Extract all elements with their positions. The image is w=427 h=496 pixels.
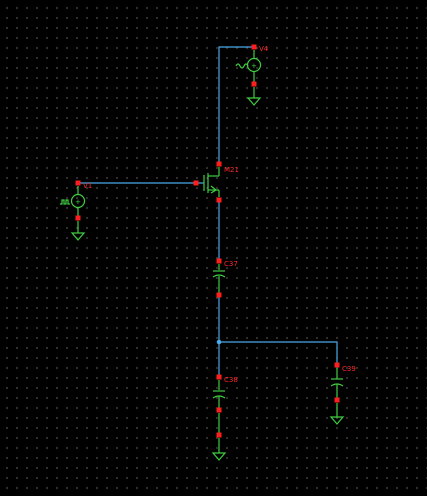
m21-pin-drain[interactable] bbox=[216, 161, 222, 167]
v1-pin-top[interactable] bbox=[75, 180, 81, 186]
v1-source[interactable]: + bbox=[60, 180, 86, 241]
v4-sine-icon bbox=[235, 63, 249, 69]
v1-source-body bbox=[70, 193, 86, 209]
wire-v4-to-m21-drain[interactable] bbox=[218, 46, 254, 164]
c38-pin-top[interactable] bbox=[216, 374, 222, 380]
c39-pin-bottom[interactable] bbox=[334, 397, 340, 403]
c39-ground-icon bbox=[329, 416, 345, 425]
v1-pulse-icon bbox=[60, 199, 70, 205]
c38-pin-bottom[interactable] bbox=[216, 407, 222, 413]
v4-ground-icon bbox=[246, 97, 262, 106]
wire-node-to-c39[interactable] bbox=[219, 341, 338, 365]
c37-pin-top[interactable] bbox=[216, 258, 222, 264]
c38-ground-pin[interactable] bbox=[216, 432, 222, 438]
c39-pin-top[interactable] bbox=[334, 362, 340, 368]
c38-label: C38 bbox=[224, 376, 238, 384]
m21-label: M21 bbox=[224, 166, 239, 174]
c38-ground-icon bbox=[211, 452, 227, 461]
c37-plate-bottom bbox=[212, 274, 226, 278]
wires bbox=[78, 46, 338, 377]
m21-pin-source[interactable] bbox=[216, 197, 222, 203]
v4-label: V4 bbox=[259, 45, 269, 53]
v1-pin-bottom[interactable] bbox=[75, 215, 81, 221]
c37-pin-bottom[interactable] bbox=[216, 292, 222, 298]
svg-text:+: + bbox=[251, 62, 257, 70]
c39-label: C39 bbox=[342, 365, 356, 373]
v1-label: V1 bbox=[83, 182, 92, 190]
m21-pin-gate[interactable] bbox=[193, 180, 199, 186]
v4-pin-top[interactable] bbox=[251, 44, 257, 50]
c38-capacitor[interactable] bbox=[211, 374, 227, 461]
c39-capacitor[interactable] bbox=[329, 362, 345, 425]
v1-ground-icon bbox=[70, 232, 86, 241]
m21-transistor[interactable] bbox=[193, 161, 222, 203]
junction-node[interactable] bbox=[216, 339, 222, 345]
v4-source[interactable]: + bbox=[235, 44, 262, 106]
v4-pin-bottom[interactable] bbox=[251, 81, 257, 87]
m21-arrow-icon bbox=[210, 185, 218, 194]
svg-text:+: + bbox=[75, 198, 81, 206]
c37-capacitor[interactable] bbox=[212, 258, 226, 298]
c37-label: C37 bbox=[224, 260, 238, 268]
